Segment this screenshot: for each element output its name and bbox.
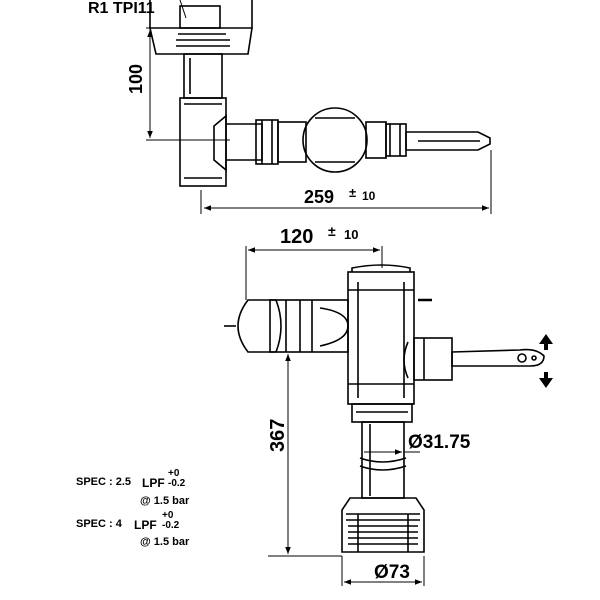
spec-2-tol-minus: -0.2 — [162, 520, 180, 531]
spec-2-prefix: SPEC : 4 — [76, 518, 122, 530]
top-nut — [148, 27, 253, 55]
pipe-diameter-label: Ø31.75 — [408, 432, 471, 453]
spec-1-prefix: SPEC : 2.5 — [76, 476, 132, 488]
front-view — [224, 264, 545, 553]
spec-2-tol-plus: +0 — [162, 510, 174, 521]
base-diameter-label: Ø73 — [374, 562, 410, 583]
front-width-tolerance-value: 10 — [344, 227, 358, 242]
spec-1-tol-plus: +0 — [168, 468, 180, 479]
top-lever — [405, 131, 491, 151]
front-width-tolerance-sign: ± — [328, 223, 336, 239]
spec-1-pressure: @ 1.5 bar — [140, 495, 190, 507]
front-dimensions — [245, 246, 425, 586]
top-dimensions — [146, 0, 492, 214]
arrow-down-icon — [539, 372, 553, 388]
spec-2-pressure: @ 1.5 bar — [140, 536, 190, 548]
body-height-label: 367 — [267, 419, 289, 452]
spec-block-1: SPEC : 2.5 LPF +0 -0.2 @ 1.5 bar — [76, 468, 226, 512]
arrow-up-icon — [539, 334, 553, 350]
base-coupling — [341, 497, 425, 553]
top-width-tolerance-value: 10 — [362, 189, 376, 203]
thread-label: R1 TPI11 — [88, 0, 155, 17]
top-elbow-body — [179, 97, 227, 187]
spec-block-2: SPEC : 4 LPF +0 -0.2 @ 1.5 bar — [76, 510, 226, 556]
top-height-label: 100 — [126, 64, 146, 94]
front-width-label: 120 — [280, 226, 313, 248]
top-width-label: 259 — [304, 187, 334, 207]
spec-1-tol-minus: -0.2 — [168, 478, 186, 489]
top-ball-body — [302, 107, 368, 173]
top-width-tolerance-sign: ± — [349, 185, 356, 200]
top-view — [148, 0, 491, 187]
front-handle-lever — [451, 348, 545, 367]
spec-2-unit: LPF — [134, 518, 157, 532]
inlet-cap — [237, 299, 282, 353]
spec-1-unit: LPF — [142, 476, 165, 490]
